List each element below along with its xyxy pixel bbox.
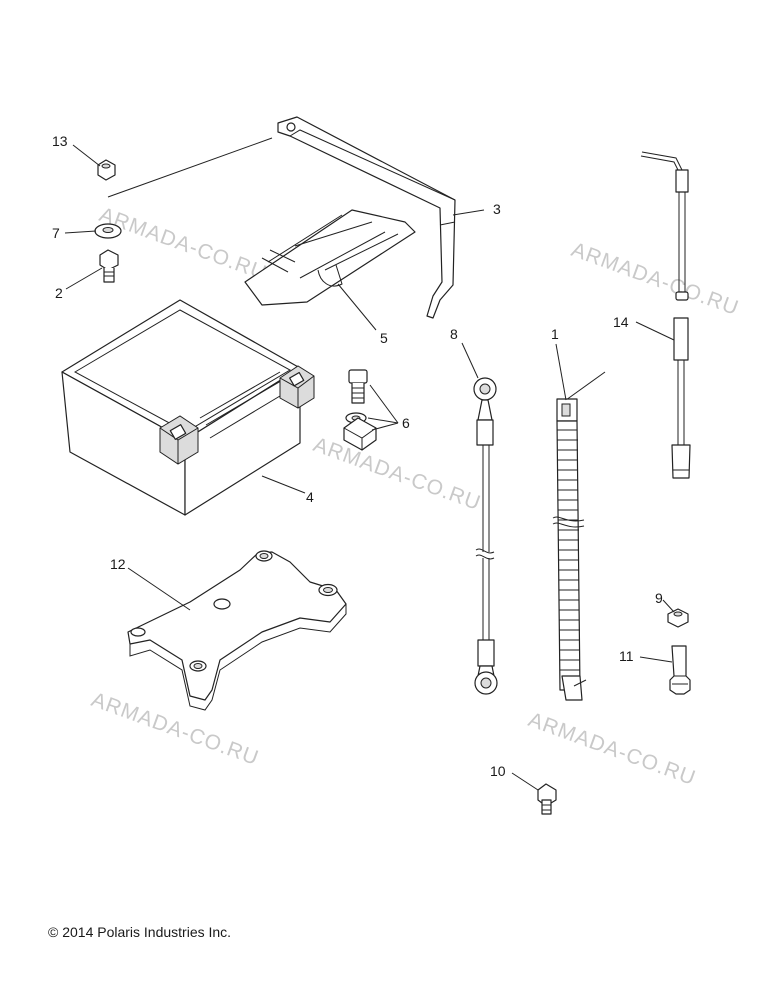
watermark-3: ARMADA-CO.RU <box>310 433 484 515</box>
callout-10: 10 <box>490 763 506 779</box>
callout-4: 4 <box>306 489 314 505</box>
part-10-bolt <box>537 783 557 815</box>
callout-14: 14 <box>613 314 629 330</box>
leader-13-extension <box>107 137 273 198</box>
part-4-battery <box>61 299 315 516</box>
callout-11: 11 <box>619 648 634 664</box>
callout-1: 1 <box>551 326 559 342</box>
callout-9: 9 <box>655 590 663 606</box>
callout-5: 5 <box>380 330 388 346</box>
callout-8: 8 <box>450 326 458 342</box>
callout-3: 3 <box>493 201 501 217</box>
part-6-terminal-hardware <box>343 369 377 451</box>
part-12-battery-base <box>127 550 347 711</box>
watermark-4: ARMADA-CO.RU <box>88 688 262 770</box>
callout-7: 7 <box>52 225 60 241</box>
part-8-cable <box>473 377 498 695</box>
part-3-hold-down-bracket <box>277 116 456 319</box>
part-11-bolt <box>669 645 691 695</box>
callout-numbers: 13 7 2 3 5 6 4 8 1 14 12 9 11 10 <box>52 133 663 779</box>
copyright-text: © 2014 Polaris Industries Inc. <box>48 924 232 940</box>
part-1-cable <box>552 371 606 701</box>
part-7-washer <box>94 223 122 239</box>
part-13-nut <box>97 159 116 181</box>
watermark-2: ARMADA-CO.RU <box>568 238 742 320</box>
leader-lines <box>64 144 675 791</box>
watermark-5: ARMADA-CO.RU <box>525 708 699 790</box>
callout-13: 13 <box>52 133 68 149</box>
watermark-1: ARMADA-CO.RU <box>96 203 270 285</box>
callout-12: 12 <box>110 556 126 572</box>
part-9-nut <box>667 608 689 628</box>
callout-2: 2 <box>55 285 63 301</box>
part-5-battery-tray <box>244 209 416 306</box>
part-14-cable <box>640 151 691 479</box>
callout-6: 6 <box>402 415 410 431</box>
part-2-bolt <box>99 249 119 283</box>
